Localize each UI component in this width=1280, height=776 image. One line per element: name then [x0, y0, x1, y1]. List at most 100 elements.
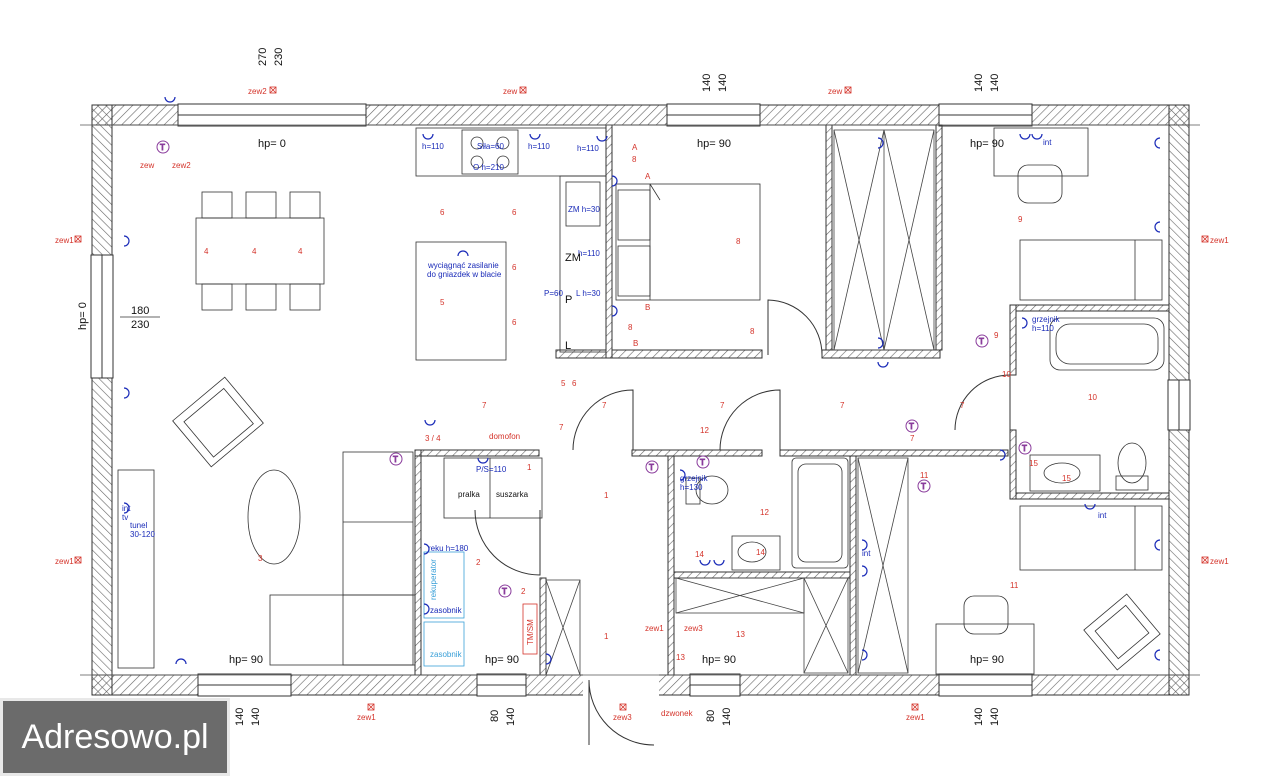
blue-label: int — [122, 504, 131, 513]
blue-label: L h=30 — [576, 289, 601, 298]
red-label: 5 — [561, 379, 566, 388]
red-label: 4 — [204, 247, 209, 256]
ext-label: zew1 — [1210, 557, 1229, 566]
blue-label: tv — [122, 513, 128, 522]
socket-icons — [123, 96, 1161, 665]
red-label: 12 — [760, 508, 769, 517]
black-label: suszarka — [496, 490, 529, 499]
ext-label: dzwonek — [661, 709, 694, 718]
outer-walls — [91, 104, 1190, 696]
red-label: 2 — [476, 558, 481, 567]
red-label: 8 — [750, 327, 755, 336]
red-label: A — [632, 143, 638, 152]
ext-label: zew2 — [248, 87, 267, 96]
red-label: 7 — [910, 434, 915, 443]
dim-bottom-2: 140 — [250, 708, 262, 726]
red-label: 9 — [1018, 215, 1023, 224]
black-label: P — [565, 294, 572, 306]
blue-label: P/S=110 — [476, 465, 507, 474]
blue-label: grzejnik — [1032, 315, 1061, 324]
ext-label: zew1 — [55, 557, 74, 566]
red-label: 15 — [1029, 459, 1038, 468]
wardrobes — [545, 129, 935, 676]
ext-label: zew1 — [1210, 236, 1229, 245]
red-label: 8 — [628, 323, 633, 332]
black-labels: ZM P L pralka suszarka — [458, 252, 581, 499]
blue-label: Siła=60 — [477, 142, 504, 151]
hp-label: hp= 0 — [258, 138, 286, 150]
furniture — [117, 127, 1165, 675]
svg-text:T: T — [502, 587, 507, 596]
red-label: 15 — [1062, 474, 1071, 483]
blue-label: 30-120 — [130, 530, 155, 539]
ext-label: zew3 — [684, 624, 703, 633]
dim-side-hp: hp= 0 — [77, 302, 89, 330]
black-label: ZM — [565, 252, 581, 264]
blue-label: O h=210 — [473, 163, 504, 172]
blue-label: int — [862, 549, 871, 558]
red-label: 4 — [298, 247, 303, 256]
svg-text:T: T — [1022, 444, 1027, 453]
ext-label: zew1 — [357, 713, 376, 722]
red-label: 7 — [840, 401, 845, 410]
dim-top-5: 140 — [973, 74, 985, 92]
external-labels: zew2 zew zew zew1 zew1 zew1 zew1 zew1 ze… — [55, 87, 1229, 722]
cyan-label: zasobnik — [430, 650, 463, 659]
svg-text:T: T — [979, 337, 984, 346]
dim-bottom-4: 140 — [505, 708, 517, 726]
red-label: 8 — [736, 237, 741, 246]
hp-label: hp= 90 — [485, 654, 519, 666]
dim-mid-2: 230 — [131, 319, 149, 331]
hp-label: hp= 90 — [229, 654, 263, 666]
red-label: 7 — [559, 423, 564, 432]
svg-text:T: T — [700, 458, 705, 467]
ext-label: zew1 — [55, 236, 74, 245]
red-label: 2 — [521, 587, 526, 596]
dim-bottom-8: 140 — [989, 708, 1001, 726]
blue-label: ZM h=30 — [568, 205, 600, 214]
red-label: 12 — [700, 426, 709, 435]
light-point-icons — [74, 86, 1209, 711]
hp-label: hp= 90 — [697, 138, 731, 150]
dim-bottom-1: 140 — [234, 708, 246, 726]
blue-label: int — [1043, 138, 1052, 147]
blue-label: h=110 — [528, 142, 550, 151]
interior-walls — [414, 124, 1170, 676]
windows — [90, 103, 1191, 697]
dimension-lines — [80, 124, 1200, 676]
red-label: 4 — [252, 247, 257, 256]
ext-label: zew — [828, 87, 842, 96]
red-label: 7 — [482, 401, 487, 410]
dim-bottom-7: 140 — [973, 708, 985, 726]
red-label: 11 — [1010, 581, 1019, 590]
blue-label: tunel — [130, 521, 148, 530]
red-label: domofon — [489, 432, 520, 441]
red-label: 6 — [512, 263, 517, 272]
watermark-logo: Adresowo.pl — [0, 698, 230, 776]
ext-label: zew1 — [906, 713, 925, 722]
cyan-label: rekuperator — [429, 559, 438, 600]
red-label: A — [645, 172, 651, 181]
red-label: 5 — [440, 298, 445, 307]
dim-bottom-5: 80 — [705, 710, 717, 722]
red-label: 6 — [572, 379, 577, 388]
svg-text:T: T — [921, 482, 926, 491]
red-label: 10 — [1088, 393, 1097, 402]
watermark-text: Adresowo.pl — [21, 717, 209, 756]
blue-label: wyciągnąć zasilanie — [427, 261, 499, 270]
thermostat-icons: T T T T T T T T T — [156, 140, 1032, 598]
cyan-labels: rekuperator zasobnik TM/SM — [429, 559, 535, 659]
red-label: 9 — [994, 331, 999, 340]
ext-label: zew1 — [645, 624, 664, 633]
blue-label: zasobnik — [430, 606, 463, 615]
red-label: 13 — [736, 630, 745, 639]
red-label: 3 — [258, 554, 263, 563]
blue-label: do gniazdek w blacie — [427, 270, 502, 279]
red-label: 8 — [632, 155, 637, 164]
red-label: 6 — [512, 208, 517, 217]
dimension-labels: 270 230 140 140 140 140 140 140 80 140 8… — [77, 48, 1001, 726]
black-label: L — [565, 340, 571, 352]
ext-label: zew3 — [613, 713, 632, 722]
red-label: B — [645, 303, 650, 312]
